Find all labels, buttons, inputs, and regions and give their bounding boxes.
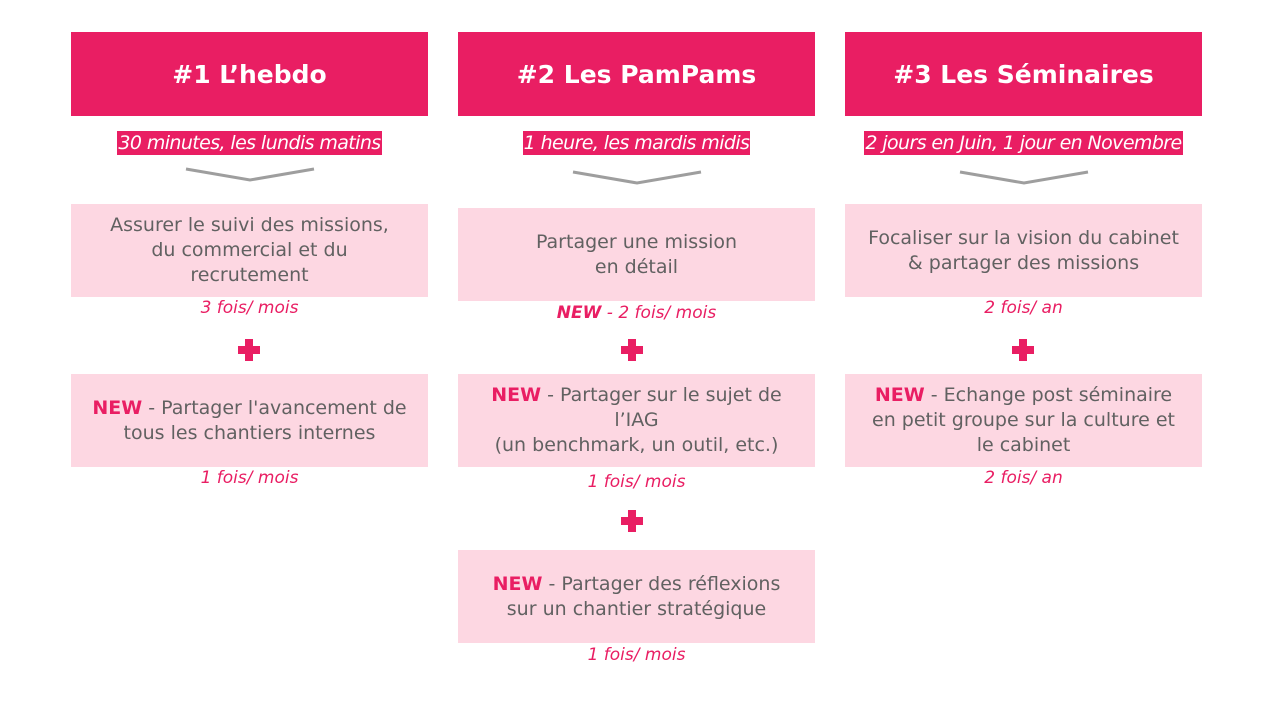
- column-2-frequency-3: 1 fois/ mois: [587, 645, 686, 665]
- chevron-down-icon: [185, 167, 315, 182]
- column-1-subtitle: 30 minutes, les lundis matins: [117, 131, 382, 155]
- column-1-box-1: Assurer le suivi des missions, du commer…: [71, 204, 428, 297]
- column-3-title: #3 Les Séminaires: [845, 32, 1202, 116]
- column-3-frequency-2: 2 fois/ an: [984, 468, 1063, 488]
- column-3-box-1: Focaliser sur la vision du cabinet & par…: [845, 204, 1202, 297]
- column-2-box-3: NEW - Partager des réflexions sur un cha…: [458, 550, 815, 643]
- column-2-box-1: Partager une mission en détail: [458, 208, 815, 301]
- chevron-down-icon: [959, 170, 1089, 185]
- column-1-box-2: NEW - Partager l'avancement de tous les …: [71, 374, 428, 467]
- plus-icon: [1012, 339, 1034, 361]
- column-2-frequency-2: 1 fois/ mois: [587, 472, 686, 492]
- column-3-subtitle: 2 jours en Juin, 1 jour en Novembre: [864, 131, 1183, 155]
- column-1-title: #1 L’hebdo: [71, 32, 428, 116]
- plus-icon: [621, 510, 643, 532]
- plus-icon: [621, 339, 643, 361]
- column-3-box-2: NEW - Echange post séminaire en petit gr…: [845, 374, 1202, 467]
- chevron-down-icon: [572, 170, 702, 185]
- column-3-frequency-1: 2 fois/ an: [984, 298, 1063, 318]
- column-2-box-2: NEW - Partager sur le sujet de l’IAG (un…: [458, 374, 815, 467]
- column-2-title: #2 Les PamPams: [458, 32, 815, 116]
- column-1-frequency-2: 1 fois/ mois: [200, 468, 299, 488]
- column-1-frequency-1: 3 fois/ mois: [200, 298, 299, 318]
- plus-icon: [238, 339, 260, 361]
- column-2-subtitle: 1 heure, les mardis midis: [522, 131, 751, 155]
- column-2-frequency-1: NEW - 2 fois/ mois: [556, 303, 717, 323]
